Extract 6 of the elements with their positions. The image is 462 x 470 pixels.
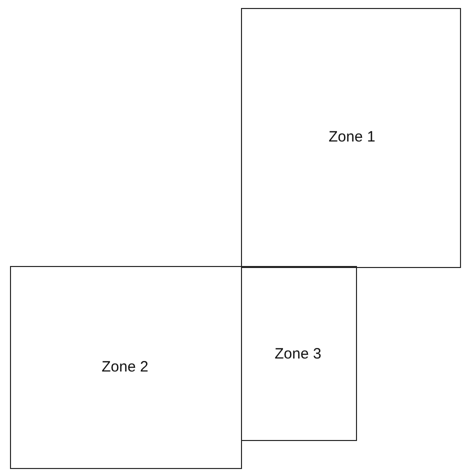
zone-box: [10, 266, 242, 469]
zone-label: Zone 2: [102, 358, 148, 376]
zone-box: [241, 266, 357, 441]
zone-box: [241, 8, 461, 268]
zone-label: Zone 3: [274, 346, 322, 362]
zone-label: Zone 1: [328, 128, 376, 146]
